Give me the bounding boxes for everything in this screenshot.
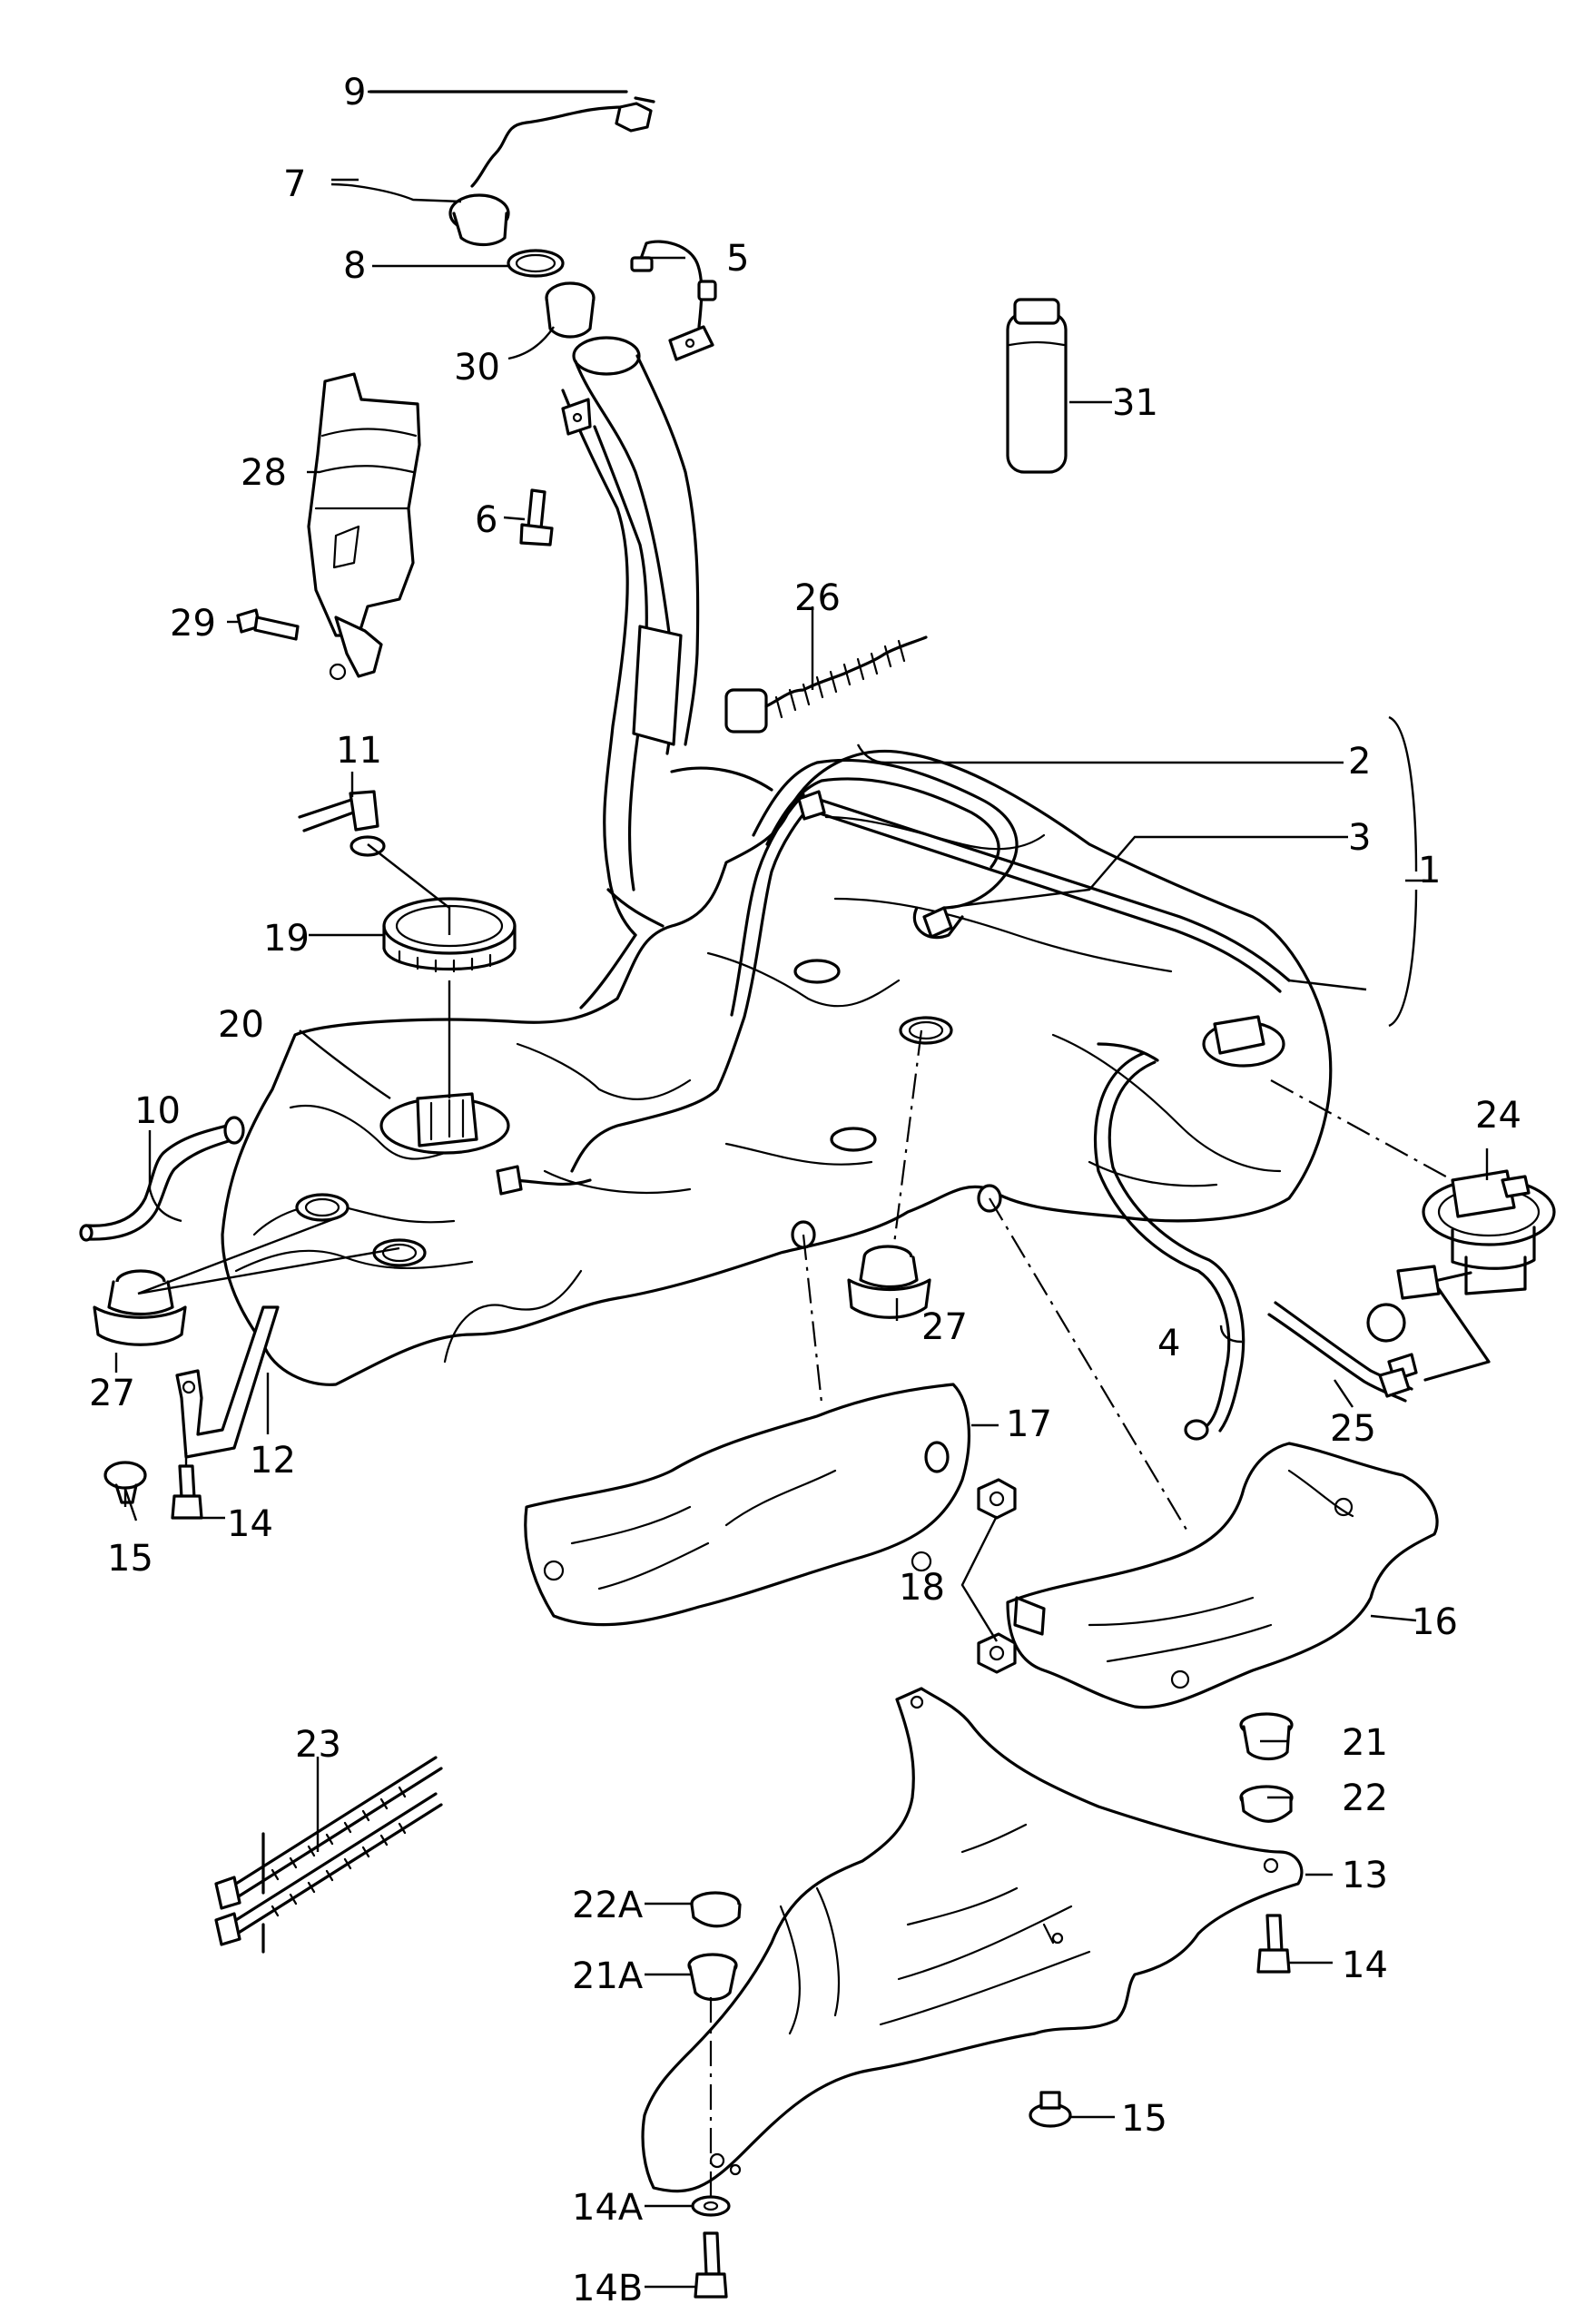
callout-14-right: 14 [1342, 1945, 1388, 1986]
fuel-tank [221, 749, 1333, 1386]
callout-21: 21 [1342, 1722, 1388, 1764]
callout-7: 7 [283, 163, 306, 205]
grommet-21 [1239, 1712, 1294, 1761]
leader-lines [114, 90, 1489, 2289]
filler-neck-pipe [561, 336, 700, 937]
grommet-22A [690, 1891, 742, 1928]
bolt-14-left [171, 1464, 203, 1520]
callout-23: 23 [295, 1724, 341, 1766]
callout-18: 18 [899, 1567, 945, 1609]
callout-29: 29 [170, 603, 216, 645]
callout-22: 22 [1342, 1777, 1388, 1819]
callout-30: 30 [454, 347, 500, 389]
cable-tie-23 [214, 1756, 443, 1954]
filler-cap-insert [545, 281, 596, 339]
breather-hose [630, 240, 717, 329]
strap-12 [175, 1305, 280, 1459]
buffer-27-right [847, 1245, 931, 1319]
callout-5: 5 [726, 238, 749, 280]
callout-28: 28 [241, 452, 287, 494]
callout-14B: 14B [572, 2268, 643, 2309]
callout-10: 10 [134, 1090, 181, 1132]
filler-seal-ring [507, 249, 565, 278]
bolt-14-right [1256, 1914, 1291, 1974]
callout-8: 8 [343, 245, 366, 287]
bolt-6 [519, 488, 554, 547]
filler-neck-bracket [561, 325, 714, 436]
callout-1: 1 [1418, 850, 1441, 891]
callout-6: 6 [475, 499, 497, 541]
vent-elbow-11 [298, 790, 386, 857]
callout-15-right: 15 [1121, 2098, 1167, 2140]
callout-27-left: 27 [89, 1373, 135, 1414]
underbody-panel-13 [641, 1687, 1304, 2193]
callout-11: 11 [336, 730, 382, 772]
fuel-sender-24 [1366, 1169, 1556, 1382]
vent-pipe-10 [79, 1116, 245, 1242]
hose-26 [724, 635, 928, 734]
hose-25 [1267, 1301, 1413, 1403]
washer-14A [691, 2195, 731, 2217]
callout-16: 16 [1412, 1601, 1458, 1643]
bolt-29 [236, 608, 300, 641]
callout-25: 25 [1330, 1408, 1376, 1450]
callout-20: 20 [218, 1004, 264, 1046]
callout-17: 17 [1006, 1403, 1052, 1445]
callout-22A: 22A [572, 1885, 644, 1926]
filler-cap [448, 193, 510, 247]
callout-12: 12 [250, 1440, 296, 1482]
bottle-31 [1006, 298, 1068, 474]
callout-14A: 14A [572, 2187, 644, 2229]
callout-2: 2 [1348, 741, 1371, 783]
callout-4: 4 [1157, 1323, 1180, 1364]
clip-15-left [103, 1461, 147, 1504]
callout-26: 26 [794, 577, 841, 619]
clip-15-right [1029, 2091, 1072, 2128]
buffer-27-left [93, 1269, 187, 1346]
heat-shield-16 [1006, 1442, 1439, 1709]
callout-24: 24 [1475, 1095, 1521, 1137]
bolt-14B [694, 2231, 728, 2299]
grommet-21A [687, 1953, 738, 2002]
cover-28 [307, 372, 421, 681]
line-4 [1093, 1042, 1245, 1441]
callout-9: 9 [343, 72, 366, 113]
callout-3: 3 [1348, 817, 1371, 859]
heat-shield-17 [524, 1383, 970, 1627]
callout-31: 31 [1112, 382, 1158, 424]
callout-19: 19 [263, 918, 310, 960]
assembly-lines [123, 843, 1453, 2201]
callout-21A: 21A [572, 1955, 644, 1997]
callout-13: 13 [1342, 1855, 1388, 1896]
nut-18-upper [977, 1478, 1017, 1520]
callout-14-left: 14 [227, 1503, 273, 1545]
callout-15-left: 15 [107, 1538, 153, 1580]
grommet-22 [1239, 1785, 1294, 1823]
callout-27-right: 27 [921, 1306, 968, 1348]
callout-numbers: 9 7 8 5 30 31 28 6 26 29 11 2 3 1 19 20 … [89, 72, 1521, 2309]
nut-18-lower [977, 1632, 1017, 1674]
filler-cap-tether [369, 90, 655, 188]
